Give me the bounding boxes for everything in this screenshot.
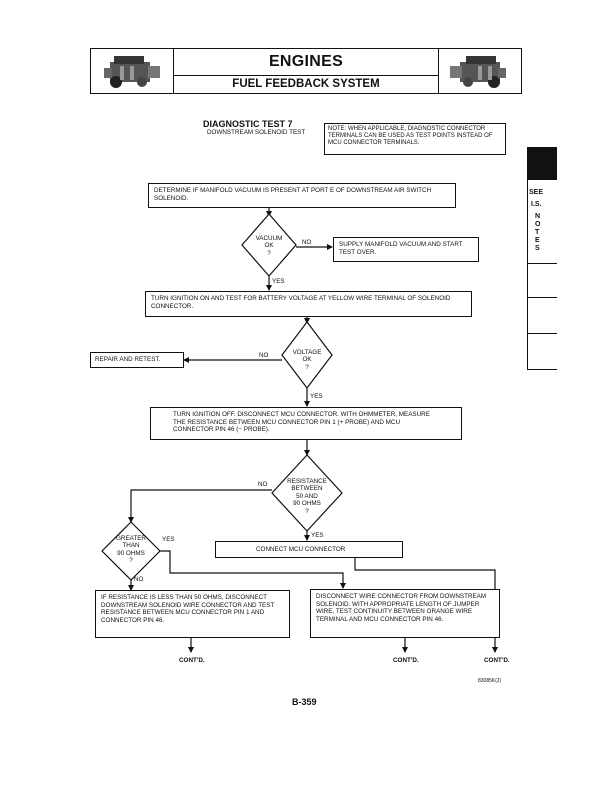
decision-greater-line-3: 90 OHMS bbox=[117, 549, 145, 557]
test-note: NOTE: WHEN APPLICABLE, DIAGNOSTIC CONNEC… bbox=[324, 123, 506, 155]
decision-voltage-line-3: ? bbox=[305, 363, 309, 371]
sidebar-is-label: I.S. bbox=[531, 201, 542, 208]
sidebar-divider bbox=[527, 180, 529, 370]
sidebar-tick-2 bbox=[527, 297, 557, 298]
branch-greater-yes: YES bbox=[162, 536, 175, 543]
decision-vacuum-line-1: VACUUM bbox=[255, 235, 283, 242]
header-left-panel bbox=[90, 48, 174, 94]
sidebar-tick-3 bbox=[527, 333, 557, 334]
decision-vacuum-line-3: ? bbox=[267, 249, 271, 257]
decision-greater-line-4: ? bbox=[129, 557, 133, 565]
decision-resistance-text: RESISTANCE BETWEEN 50 AND 90 OHMS ? bbox=[277, 478, 337, 515]
page-number: B-359 bbox=[292, 697, 317, 707]
continued-middle: CONT'D. bbox=[393, 657, 419, 664]
step-disconnect-wire-connector: DISCONNECT WIRE CONNECTOR FROM DOWNSTREA… bbox=[310, 589, 500, 638]
decision-voltage-line-1: VOLTAGE bbox=[292, 349, 322, 356]
branch-vacuum-no: NO bbox=[302, 239, 312, 246]
continued-right: CONT'D. bbox=[484, 657, 510, 664]
decision-voltage-text: VOLTAGE OK ? bbox=[282, 349, 332, 371]
engine-illustration-left-icon bbox=[104, 56, 160, 88]
figure-code: 83085K(J) bbox=[478, 678, 502, 684]
step-test-less-than-50: IF RESISTANCE IS LESS THAN 50 OHMS, DISC… bbox=[95, 590, 290, 638]
sidebar-notes-s: S bbox=[535, 245, 540, 252]
sidebar-tick-4 bbox=[527, 369, 557, 370]
step-check-manifold-vacuum: DETERMINE IF MANIFOLD VACUUM IS PRESENT … bbox=[148, 183, 456, 208]
sidebar-notes-o: O bbox=[535, 221, 541, 228]
decision-greater-line-1: GREATER bbox=[116, 535, 146, 542]
sidebar-notes-e: E bbox=[535, 237, 540, 244]
decision-voltage-line-2: OK bbox=[302, 356, 312, 364]
decision-resistance-line-5: ? bbox=[305, 507, 309, 515]
branch-resistance-yes: YES bbox=[311, 532, 324, 539]
continued-left: CONT'D. bbox=[179, 657, 205, 664]
header-divider bbox=[174, 75, 438, 76]
branch-vacuum-yes: YES bbox=[272, 278, 285, 285]
header-frame bbox=[90, 48, 522, 94]
decision-greater-line-2: THAN bbox=[122, 542, 140, 550]
decision-greater-text: GREATER THAN 90 OHMS ? bbox=[104, 535, 158, 565]
header-title: ENGINES bbox=[268, 53, 344, 70]
test-title: DIAGNOSTIC TEST 7 bbox=[203, 119, 293, 129]
sidebar-tab-black bbox=[527, 147, 557, 180]
sidebar-notes-t: T bbox=[535, 229, 540, 236]
sidebar-see-label: SEE bbox=[529, 189, 544, 196]
branch-voltage-no: NO bbox=[259, 352, 269, 359]
branch-voltage-yes: YES bbox=[310, 393, 323, 400]
header-right-panel bbox=[438, 48, 522, 94]
header-subtitle: FUEL FEEDBACK SYSTEM bbox=[232, 78, 380, 90]
sidebar-notes-n: N bbox=[535, 213, 541, 220]
step-measure-resistance: TURN IGNITION OFF. DISCONNECT MCU CONNEC… bbox=[150, 407, 462, 440]
decision-resistance-line-3: 50 AND bbox=[296, 492, 318, 500]
step-supply-vacuum: SUPPLY MANIFOLD VACUUM AND START TEST OV… bbox=[333, 237, 479, 262]
branch-greater-no: NO bbox=[134, 576, 144, 583]
decision-vacuum-text: VACUUM OK ? bbox=[244, 235, 294, 257]
branch-resistance-no: NO bbox=[258, 481, 268, 488]
decision-vacuum-line-2: OK bbox=[264, 242, 274, 250]
step-test-battery-voltage: TURN IGNITION ON AND TEST FOR BATTERY VO… bbox=[145, 291, 472, 317]
engine-illustration-right-icon bbox=[450, 56, 506, 88]
decision-resistance-line-2: BETWEEN bbox=[291, 485, 323, 493]
step-connect-mcu: CONNECT MCU CONNECTOR bbox=[215, 541, 403, 558]
test-name: DOWNSTREAM SOLENOID TEST bbox=[207, 129, 306, 136]
sidebar-tick-1 bbox=[527, 263, 557, 264]
step-repair-retest: REPAIR AND RETEST. bbox=[90, 352, 184, 368]
decision-resistance-line-4: 90 OHMS bbox=[293, 500, 321, 508]
decision-resistance-line-1: RESISTANCE bbox=[287, 478, 327, 485]
